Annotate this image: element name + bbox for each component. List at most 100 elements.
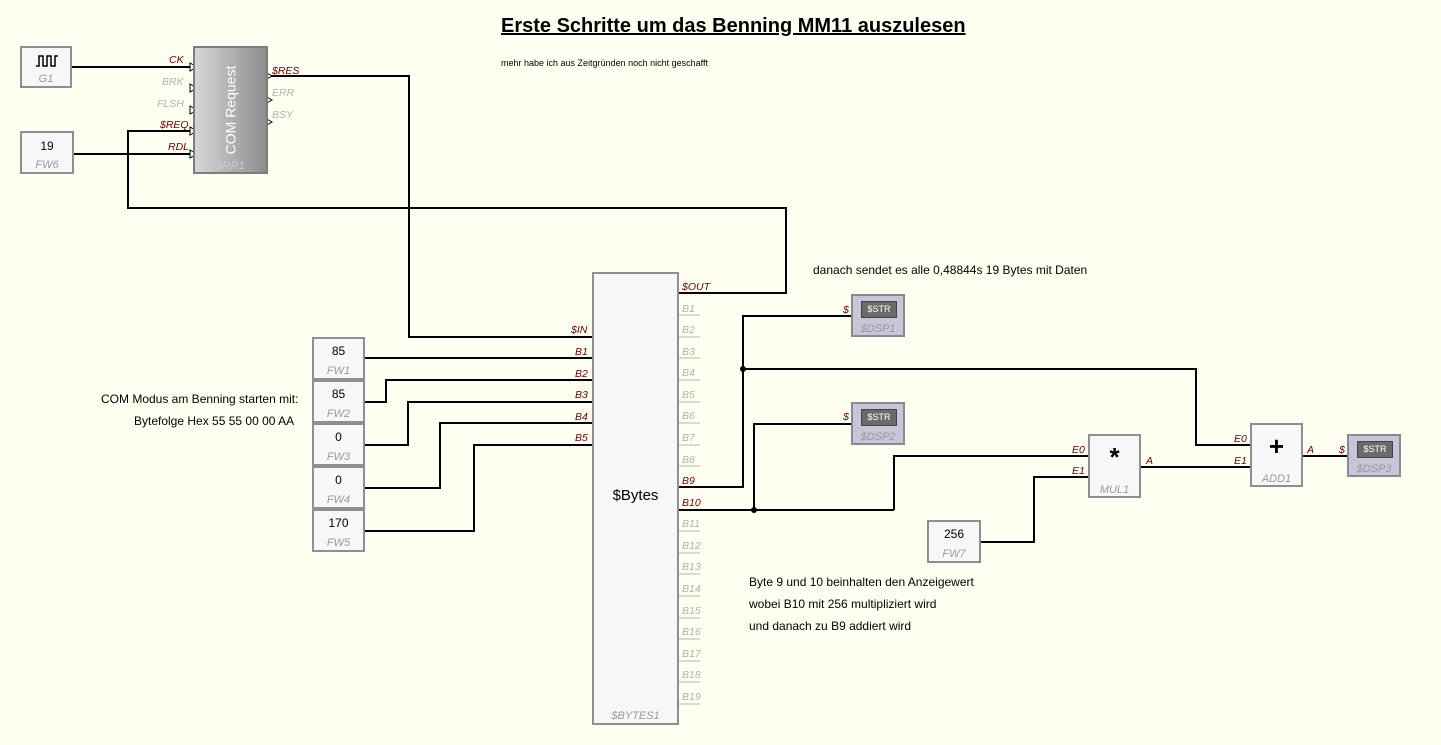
block-name: MUL1 [1099, 484, 1130, 496]
pin-out-b12[interactable]: B12 [682, 540, 701, 552]
note-calc-1: Byte 9 und 10 beinhalten den Anzeigewert [749, 575, 974, 589]
pin-out-b14[interactable]: B14 [682, 583, 701, 595]
display-screen: $STR [861, 409, 897, 426]
note-calc-2: wobei B10 mit 256 multipliziert wird [749, 597, 937, 611]
wire-b9-dsp1 [678, 315, 852, 488]
block-fw6[interactable]: 19 FW6 [20, 131, 74, 174]
pin-rdl[interactable]: RDL [168, 141, 190, 153]
block-name: $RR1 [216, 160, 245, 172]
block-value: 85 [331, 387, 346, 401]
block-name: G1 [38, 73, 54, 85]
pin-in[interactable]: $IN [571, 324, 588, 336]
block-dsp3[interactable]: $STR $DSP3 [1347, 434, 1401, 477]
pin-res[interactable]: $RES [272, 65, 300, 77]
pin-out-b18[interactable]: B18 [682, 669, 701, 681]
block-value: 0 [335, 473, 342, 487]
note-com-mode-1: COM Modus am Benning starten mit: [101, 392, 299, 406]
block-add1[interactable]: + ADD1 [1250, 423, 1303, 487]
pin-in-b1[interactable]: B1 [575, 346, 588, 358]
pin-bsy[interactable]: BSY [272, 109, 294, 121]
block-value: 170 [328, 516, 349, 530]
pin-out-b9[interactable]: B9 [682, 475, 695, 487]
block-name: $DSP2 [860, 431, 896, 443]
note-send-info: danach sendet es alle 0,48844s 19 Bytes … [813, 263, 1088, 277]
pin-err[interactable]: ERR [272, 87, 295, 99]
block-com-request[interactable]: COM Request $RR1 [193, 46, 268, 174]
block-label: $Bytes [612, 487, 659, 504]
pin-dsp3-in[interactable]: $ [1339, 444, 1345, 456]
block-bytes[interactable]: $Bytes $BYTES1 [592, 272, 679, 725]
pin-out-b4[interactable]: B4 [682, 367, 695, 379]
block-name: ADD1 [1261, 473, 1292, 485]
block-name: FW6 [35, 159, 59, 171]
block-value: 85 [331, 344, 346, 358]
pin-out-b19[interactable]: B19 [682, 691, 701, 703]
pin-in-b3[interactable]: B3 [575, 389, 588, 401]
pin-out-b16[interactable]: B16 [682, 626, 701, 638]
block-name: FW4 [326, 494, 351, 506]
pin-out-b10[interactable]: B10 [682, 497, 701, 509]
pin-flsh[interactable]: FLSH [157, 98, 184, 110]
block-name: FW5 [326, 537, 351, 549]
block-fw5[interactable]: 170 FW5 [312, 509, 365, 552]
pin-mul-e1[interactable]: E1 [1072, 465, 1085, 477]
block-mul1[interactable]: * MUL1 [1088, 434, 1141, 498]
display-screen: $STR [861, 301, 897, 318]
wire-out-req [127, 130, 787, 294]
pin-out[interactable]: $OUT [682, 281, 711, 293]
wire-b9-add-e0 [743, 368, 1250, 446]
pin-add-e1[interactable]: E1 [1234, 455, 1247, 467]
pin-in-b2[interactable]: B2 [575, 368, 588, 380]
block-dsp1[interactable]: $STR $DSP1 [851, 294, 905, 337]
pin-in-b5[interactable]: B5 [575, 432, 588, 444]
wire-fw4-b4 [364, 422, 592, 489]
multiply-icon: * [1109, 442, 1120, 472]
pin-out-b2[interactable]: B2 [682, 324, 695, 336]
display-screen: $STR [1357, 441, 1393, 458]
pin-mul-e0[interactable]: E0 [1072, 444, 1085, 456]
block-value: 256 [943, 527, 965, 541]
pin-add-e0[interactable]: E0 [1234, 433, 1247, 445]
block-name: FW3 [326, 451, 351, 463]
block-name: FW7 [942, 548, 966, 560]
pin-out-b3[interactable]: B3 [682, 346, 695, 358]
block-fw7[interactable]: 256 FW7 [927, 520, 981, 563]
block-name: FW2 [326, 408, 351, 420]
pin-out-b7[interactable]: B7 [682, 432, 695, 444]
pin-brk[interactable]: BRK [162, 76, 184, 88]
block-fw4[interactable]: 0 FW4 [312, 466, 365, 509]
plus-icon: + [1268, 431, 1285, 461]
pin-out-b17[interactable]: B17 [682, 648, 701, 660]
block-g1[interactable]: G1 [20, 46, 72, 88]
wire-b10-dsp2-branch [753, 423, 852, 510]
block-name: FW1 [326, 365, 351, 377]
pin-dsp2-in[interactable]: $ [843, 411, 849, 423]
pin-out-b8[interactable]: B8 [682, 454, 695, 466]
block-fw2[interactable]: 85 FW2 [312, 380, 365, 423]
square-wave-icon [36, 55, 58, 67]
block-value: 19 [40, 139, 54, 153]
block-fw1[interactable]: 85 FW1 [312, 337, 365, 380]
pin-req[interactable]: $REQ [160, 119, 189, 131]
note-calc-3: und danach zu B9 addiert wird [749, 619, 912, 633]
pin-dsp1-in[interactable]: $ [843, 304, 849, 316]
wire-b10-mul-e0 [893, 455, 1088, 510]
pin-add-a[interactable]: A [1307, 444, 1315, 456]
wire-fw3-b3 [364, 401, 592, 446]
pin-out-b5[interactable]: B5 [682, 389, 695, 401]
page-title: Erste Schritte um das Benning MM11 auszu… [501, 15, 966, 37]
pin-mul-a[interactable]: A [1146, 455, 1154, 467]
block-label: COM Request [222, 65, 239, 155]
pin-out-b11[interactable]: B11 [682, 518, 700, 530]
pin-out-b6[interactable]: B6 [682, 410, 695, 422]
block-name: $DSP3 [1356, 463, 1392, 475]
block-dsp2[interactable]: $STR $DSP2 [851, 402, 905, 445]
pin-out-b13[interactable]: B13 [682, 561, 701, 573]
wire-res-in [268, 75, 592, 338]
pin-ck[interactable]: CK [169, 54, 184, 66]
pin-out-b1[interactable]: B1 [682, 303, 695, 315]
pin-in-b4[interactable]: B4 [575, 411, 588, 423]
block-fw3[interactable]: 0 FW3 [312, 423, 365, 466]
pin-out-b15[interactable]: B15 [682, 605, 701, 617]
